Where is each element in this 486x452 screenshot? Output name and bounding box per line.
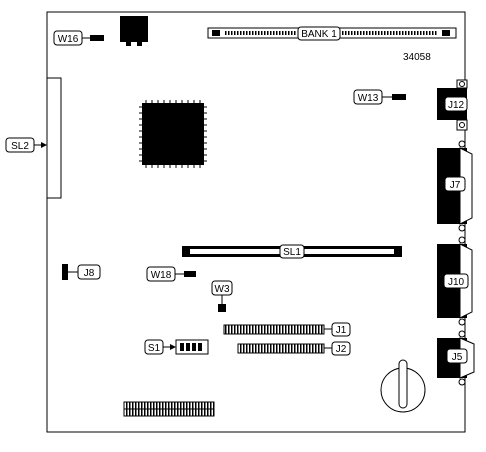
bank1-label: BANK 1 (301, 29, 337, 40)
battery (380, 359, 426, 413)
jumper-w16: W16 (53, 30, 104, 46)
w18-label: W18 (151, 270, 172, 281)
slot-sl2: SL2 (5, 77, 62, 199)
w16-label: W16 (58, 34, 79, 45)
connector-j10: J10 (437, 236, 473, 326)
slot-sl1: SL1 (182, 244, 402, 259)
figure-code: 34058 (403, 52, 431, 63)
s1-label: S1 (148, 343, 161, 354)
header-j1: J1 (223, 322, 351, 337)
j7-label: J7 (450, 180, 461, 191)
connector-j5: J5 (437, 330, 475, 386)
j12-label: J12 (448, 100, 465, 111)
jumper-w18: W18 (146, 266, 196, 282)
w13-label: W13 (358, 93, 379, 104)
connector-j7: J7 (437, 140, 473, 232)
jumper-w3: W3 (211, 280, 233, 312)
jumper-w13: W13 (353, 89, 406, 105)
bottom-header (123, 401, 215, 417)
connector-j8: J8 (62, 264, 101, 280)
j1-label: J1 (336, 325, 347, 336)
cpu-chip (139, 100, 207, 168)
j10-label: J10 (448, 277, 465, 288)
switch-s1: S1 (144, 339, 209, 355)
sl1-label: SL1 (283, 247, 301, 258)
j8-label: J8 (84, 268, 95, 279)
memory-bank-1: BANK 1 (207, 26, 457, 41)
j2-label: J2 (336, 344, 347, 355)
j5-label: J5 (452, 352, 463, 363)
sl2-label: SL2 (11, 141, 29, 152)
w3-label: W3 (215, 284, 230, 295)
connector-j12: J12 (437, 79, 468, 131)
keyboard-connector (120, 16, 148, 46)
header-j2: J2 (237, 341, 351, 356)
